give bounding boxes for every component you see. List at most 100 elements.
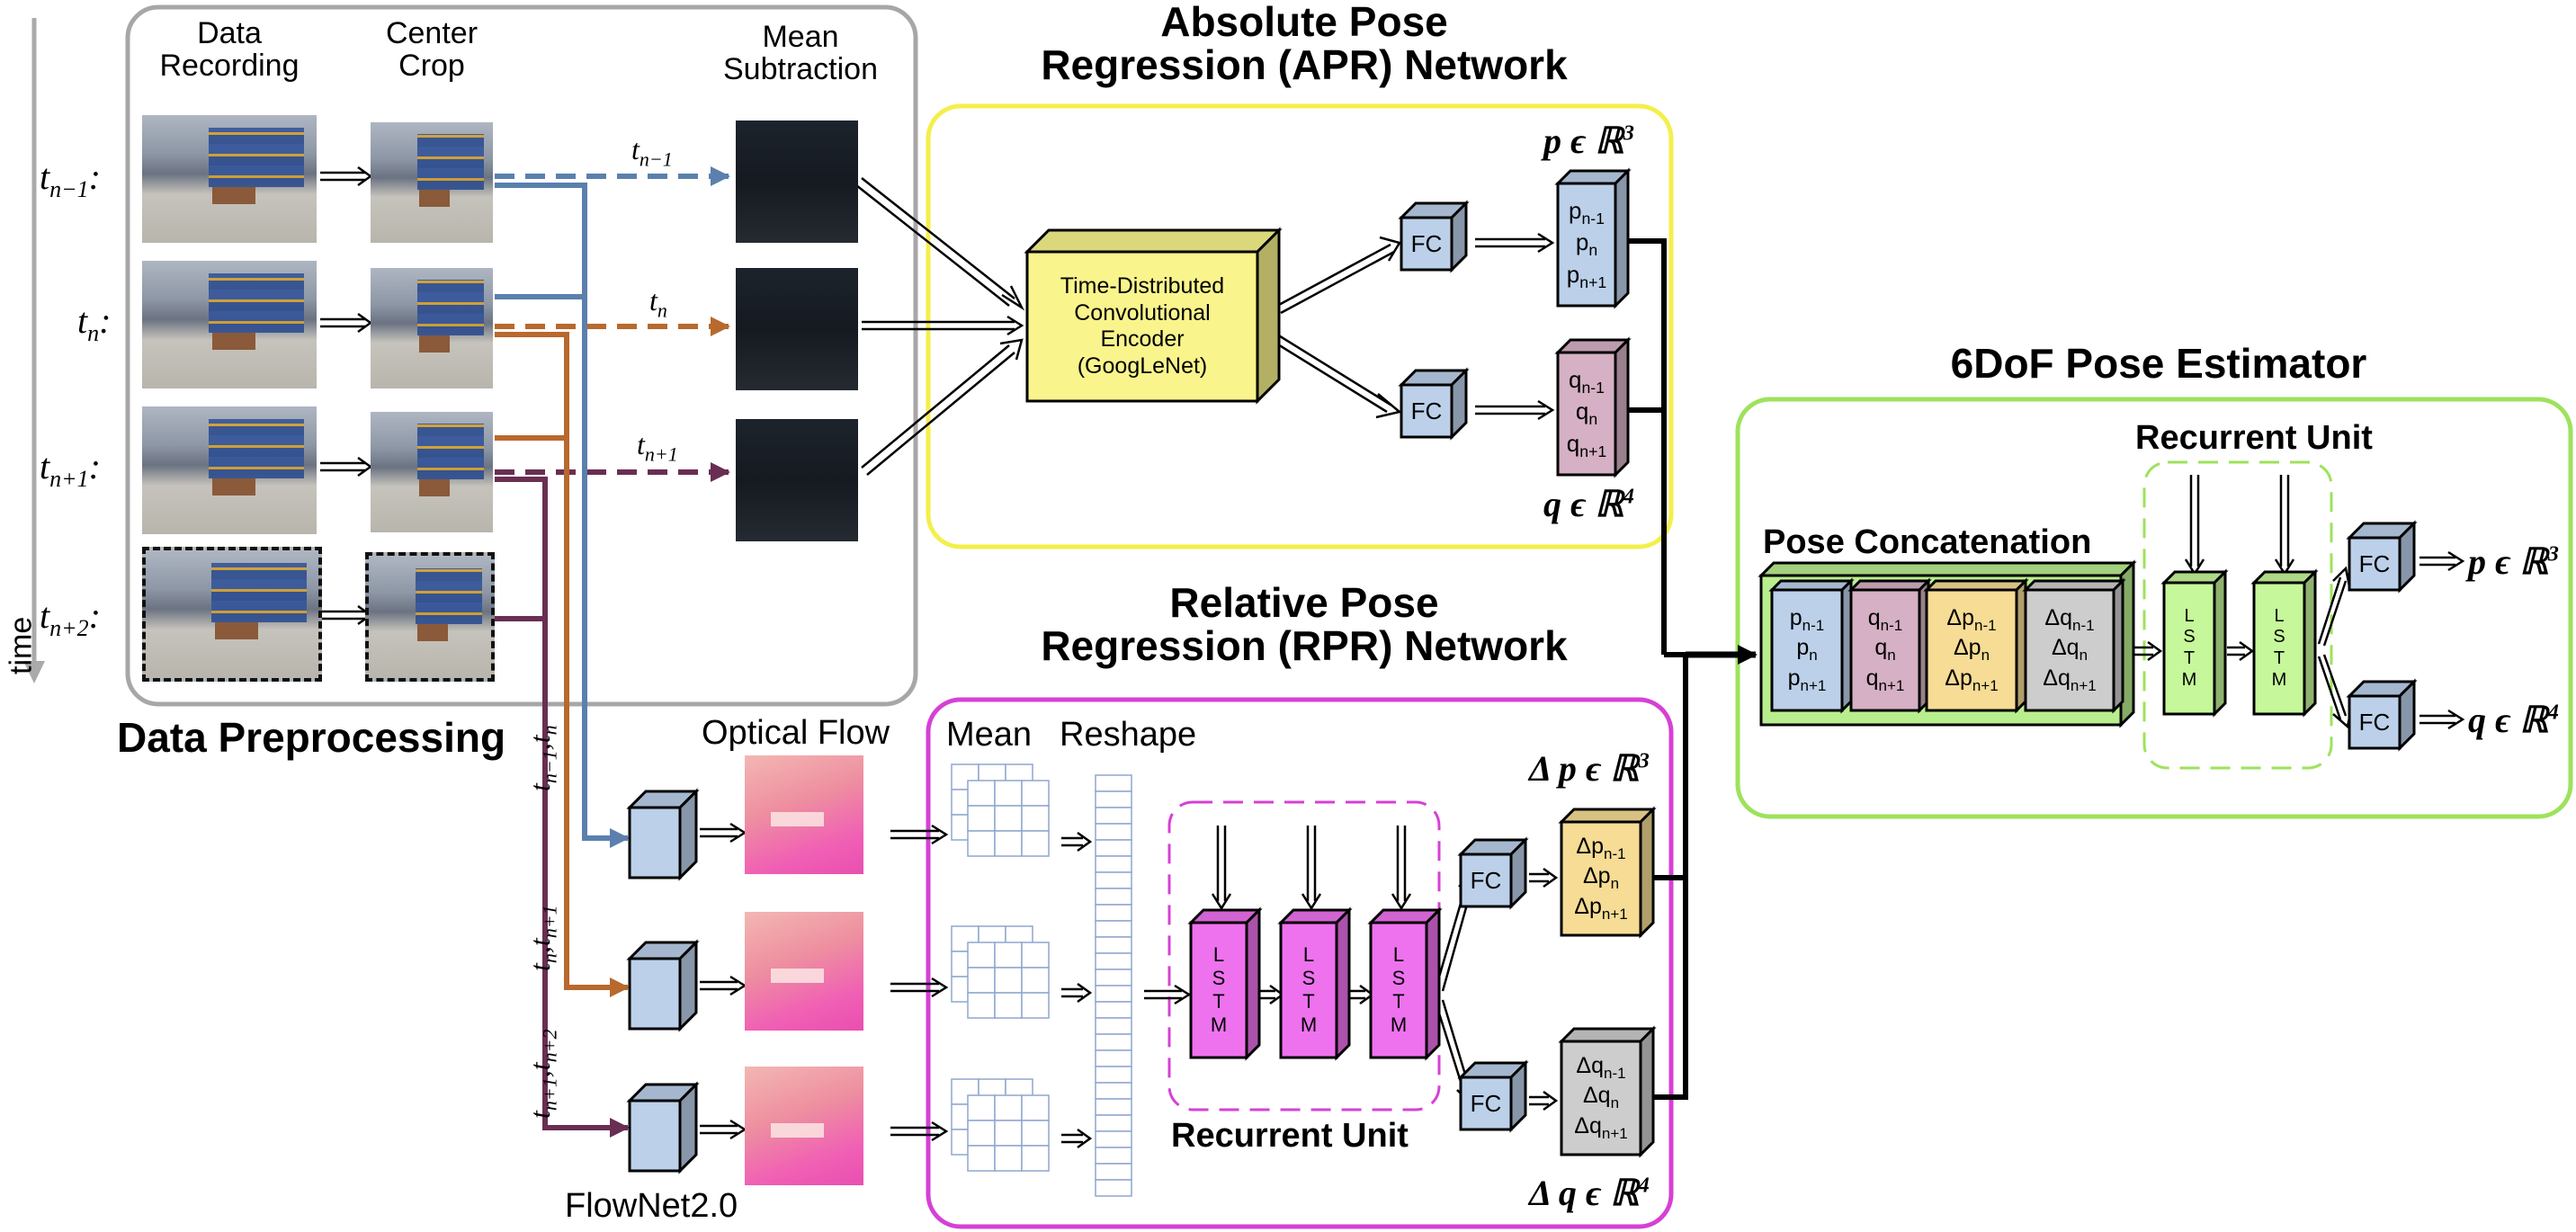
mean-grid-2-front <box>967 942 1050 1019</box>
reshape-column <box>1095 774 1132 1197</box>
recording-image-n <box>142 261 317 388</box>
crop-arrows <box>320 165 373 626</box>
route-purple <box>495 477 630 1138</box>
flownet-to-flow-arrows <box>700 822 747 1140</box>
flownet-box-3 <box>626 1081 700 1174</box>
est-lstm-2 <box>2250 568 2319 718</box>
est-fc-p-label: FC <box>2358 549 2391 577</box>
flownet-label: FlowNet2.0 <box>565 1187 738 1225</box>
optical-flow-label: Optical Flow <box>702 714 890 752</box>
row-label-n-1: tn−1: <box>40 156 101 202</box>
optical-flow-image-3 <box>745 1067 863 1185</box>
route-blue <box>495 183 630 848</box>
rpr-lstm-1 <box>1187 906 1263 1061</box>
estimator-arrows <box>2132 475 2465 730</box>
rpr-recurrent-label: Recurrent Unit <box>1171 1117 1409 1155</box>
rpr-recurrent-box <box>1167 800 1441 1111</box>
mean-image-n+1 <box>736 419 858 541</box>
estimator-p-space: p ϵ ℝ3 <box>2468 541 2559 582</box>
rpr-lstm-2 <box>1277 906 1353 1061</box>
apr-fc-q-label: FC <box>1410 397 1443 424</box>
mean-grid-1-front <box>967 780 1050 857</box>
rpr-fc-p <box>1457 836 1529 910</box>
est-fc-p <box>2346 520 2418 594</box>
arrow-label-n+1: tn+1 <box>637 428 678 466</box>
rpr-dp-box <box>1558 806 1657 939</box>
row-label-n+1: tn+1: <box>40 446 101 492</box>
est-fc-q-label: FC <box>2358 708 2391 736</box>
recording-image-n+2 <box>142 547 322 682</box>
preprocessing-box <box>125 4 918 707</box>
crop-image-n+1 <box>371 412 493 532</box>
apr-p-box <box>1554 167 1632 309</box>
apr-q-box <box>1554 336 1632 478</box>
crop-image-n <box>371 268 493 388</box>
rpr-output-line <box>1648 875 1688 1100</box>
est-fc-q <box>2346 678 2418 752</box>
est-lstm-1 <box>2160 568 2229 718</box>
concat-block-1 <box>1768 577 1855 714</box>
mean-to-encoder-arrows <box>855 177 1025 476</box>
rpr-fc-q-label: FC <box>1470 1089 1502 1117</box>
time-axis-arrowhead <box>23 661 45 683</box>
concat-block-3 <box>1923 577 2029 714</box>
flow-to-grid-arrows <box>890 824 949 1142</box>
apr-q-space: q ϵ ℝ4 <box>1543 484 1634 524</box>
row-label-n+2: tn+2: <box>40 595 101 641</box>
crop-image-n+2 <box>365 552 495 682</box>
rpr-dq-box <box>1558 1025 1657 1158</box>
optical-flow-image-1 <box>745 755 863 874</box>
section-title-preprocessing: Data Preprocessing <box>117 714 506 761</box>
rpr-lstm-3 <box>1367 906 1443 1061</box>
crop-image-n-1 <box>371 122 493 243</box>
arrow-label-n-1: tn−1 <box>631 133 673 171</box>
pair-label-1: tn−1,tn <box>523 725 561 791</box>
encoder-to-fc-arrows <box>1273 232 1555 421</box>
apr-fc-q <box>1398 367 1470 441</box>
rpr-dp-space: Δ p ϵ ℝ3 <box>1529 748 1650 789</box>
estimator-recurrent-box <box>2142 460 2333 770</box>
mean-label: Mean <box>946 716 1033 754</box>
rpr-dq-space: Δ q ϵ ℝ4 <box>1529 1173 1650 1213</box>
apr-box <box>926 103 1674 549</box>
concat-block-4 <box>2022 577 2126 714</box>
pair-label-3: tn+1,tn+2 <box>523 1029 561 1120</box>
estimator-q-space: q ϵ ℝ4 <box>2468 700 2559 740</box>
estimator-recurrent-label: Recurrent Unit <box>2135 419 2373 457</box>
pair-label-2: tn,tn+1 <box>523 905 561 971</box>
grid-to-reshape-arrows <box>1061 831 1192 1149</box>
optical-flow-image-2 <box>745 912 863 1031</box>
merge-line <box>1664 652 1688 878</box>
apr-output-line <box>1626 238 1667 655</box>
flownet-box-2 <box>626 939 700 1032</box>
arrow-label-n: tn <box>649 284 667 322</box>
encoder-box <box>1024 227 1283 405</box>
pose-concatenation-label: Pose Concatenation <box>1763 523 2092 561</box>
apr-fc-p <box>1398 200 1470 273</box>
route-orange <box>495 332 630 997</box>
mean-grid-3-front <box>967 1094 1050 1172</box>
row-label-n: tn: <box>77 300 112 346</box>
section-title-estimator: 6DoF Pose Estimator <box>1950 340 2367 387</box>
rpr-fc-p-label: FC <box>1470 866 1502 894</box>
apr-p-space: p ϵ ℝ3 <box>1543 121 1634 161</box>
